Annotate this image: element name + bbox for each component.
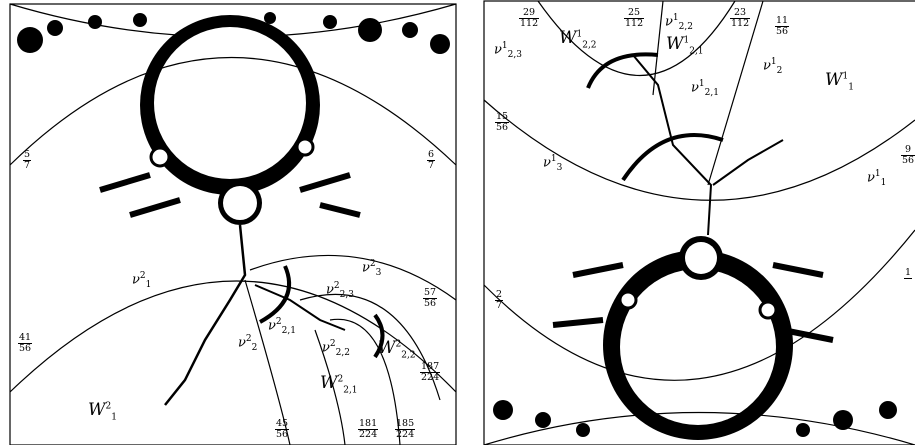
left-curve-187	[299, 293, 441, 401]
left-curve-185	[329, 318, 401, 445]
label-w21-1: W12,1	[666, 34, 704, 57]
right-line-25-112	[652, 0, 664, 96]
right-arc-29-112	[537, 0, 736, 77]
label-w1-2: W21	[88, 400, 117, 423]
right-figure-panel: W11 W12,1 W12,2 ν11 ν12 ν13 ν12,1 ν12,2 …	[483, 0, 915, 445]
left-branch	[254, 284, 346, 331]
left-curve-181	[314, 329, 346, 445]
left-thick-arc-2	[373, 313, 385, 359]
label-nu21-1: ν12,1	[691, 79, 719, 98]
right-bottom-curve	[483, 411, 915, 445]
label-w1-1: W11	[825, 70, 854, 93]
label-nu21-2: ν22,1	[268, 317, 296, 336]
left-arc-5-7-6-7	[9, 56, 457, 166]
right-line-11-56	[707, 0, 764, 186]
left-arc-nu3	[249, 254, 457, 301]
right-bottom-fractal-fringe	[493, 400, 897, 437]
left-frame	[9, 3, 457, 445]
right-mandelbrot-body	[552, 236, 834, 440]
label-w22-1: W12,2	[559, 28, 597, 51]
label-w22-2: W22,2	[378, 338, 416, 361]
right-figure-drawing	[483, 0, 915, 445]
right-arc-15-56	[483, 99, 915, 201]
right-arc-2-7	[483, 229, 915, 381]
label-nu3-1: ν13	[543, 154, 563, 173]
label-nu22-2: ν22,2	[322, 339, 350, 358]
left-top-fractal-fringe	[17, 12, 450, 54]
left-antenna	[164, 224, 247, 406]
label-nu2-1: ν12	[763, 57, 783, 76]
right-thick-arc-1	[586, 52, 659, 89]
right-thick-arc-2	[621, 133, 724, 182]
left-curve-45-56	[244, 279, 291, 445]
right-frame	[483, 0, 915, 445]
left-figure-drawing	[9, 3, 457, 445]
left-arc-41-56	[9, 280, 457, 393]
label-nu23-2: ν22,3	[326, 281, 354, 300]
right-branch	[712, 139, 784, 186]
label-nu1-2: ν21	[132, 271, 152, 290]
label-nu23-1: ν12,3	[494, 41, 522, 60]
left-mandelbrot-body	[99, 15, 361, 225]
left-thick-arc-1	[259, 265, 291, 324]
label-w21-2: W22,1	[320, 373, 358, 396]
left-figure-panel: W21 W22,1 W22,2 ν21 ν22 ν23 ν22,1 ν22,2 …	[9, 3, 457, 445]
label-nu1-1: ν11	[867, 169, 887, 188]
frac-1-cut: 1	[904, 267, 913, 279]
label-nu3-2: ν23	[362, 259, 382, 278]
label-nu22-1: ν12,2	[665, 13, 693, 32]
label-nu2-2: ν22	[238, 334, 258, 353]
